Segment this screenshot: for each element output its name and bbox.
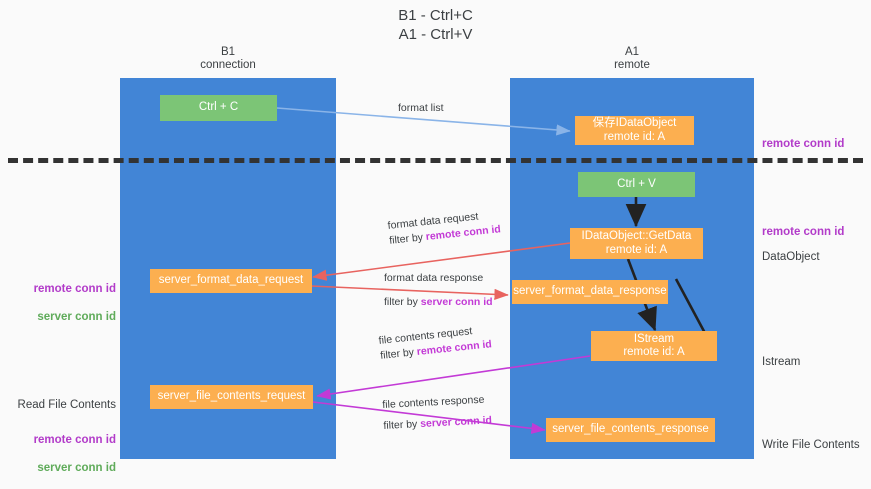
edge-label-file-contents-response-line2: filter by server conn id	[383, 414, 493, 432]
annotation-write-file-contents: Write File Contents	[762, 424, 860, 452]
node-server-format-data-response[interactable]: server_format_data_response	[512, 280, 668, 304]
filter-key-server-conn-id: server conn id	[420, 296, 493, 308]
annotation-istream: Istream	[762, 341, 800, 369]
edge-label-format-list-line1: format list	[398, 102, 444, 114]
edge-label-format-data-response-line1: format data response	[384, 272, 484, 284]
column-header-b1: B1 connection	[200, 46, 256, 71]
node-save-idataobject[interactable]: 保存IDataObject remote id: A	[575, 116, 694, 145]
node-server-file-contents-response[interactable]: server_file_contents_response	[546, 418, 715, 442]
edge-label-format-data-response: format data response filter by server co…	[384, 271, 493, 310]
annotation-read-file-contents: Read File Contents remote conn id server…	[4, 384, 116, 489]
node-server-format-data-request[interactable]: server_format_data_request	[150, 269, 312, 293]
node-getdata[interactable]: IDataObject::GetData remote id: A	[570, 228, 703, 259]
page-title: B1 - Ctrl+C A1 - Ctrl+V	[398, 7, 473, 43]
annotation-remote-conn-id-mid: remote conn id	[762, 211, 844, 239]
annotation-write-file-contents-text: Write File Contents	[762, 439, 860, 451]
diagram-canvas: B1 - Ctrl+C A1 - Ctrl+V B1 connection A1…	[4, 7, 863, 474]
annotation-read-file-contents-heading: Read File Contents	[17, 399, 116, 411]
annotation-istream-text: Istream	[762, 356, 801, 368]
node-istream[interactable]: IStream remote id: A	[591, 331, 717, 361]
annotation-dataobject: DataObject	[762, 236, 820, 264]
edge-label-format-data-response-line2: filter by server conn id	[384, 296, 493, 308]
column-header-a1: A1 remote	[614, 46, 650, 71]
edge-label-file-contents-response-line1: file contents response	[382, 393, 485, 411]
node-server-file-contents-request[interactable]: server_file_contents_request	[150, 385, 313, 409]
annotation-conn-ids: remote conn id server conn id	[4, 268, 116, 338]
edge-label-file-contents-response: file contents response filter by server …	[382, 392, 492, 434]
node-ctrl-c[interactable]: Ctrl + C	[160, 95, 277, 121]
annotation-dataobject-text: DataObject	[762, 251, 820, 263]
phase-divider	[8, 158, 863, 163]
annotation-conn-ids-remote: remote conn id	[33, 283, 116, 295]
filter-key-server-conn-id-2: server conn id	[419, 414, 493, 431]
annotation-remote-conn-id-mid-text: remote conn id	[762, 226, 845, 238]
edge-label-format-data-request: format data request filter by remote con…	[387, 207, 502, 249]
annotation-remote-conn-id-top: remote conn id	[762, 123, 844, 151]
annotation-read-file-remote: remote conn id	[33, 434, 116, 446]
annotation-conn-ids-server: server conn id	[37, 311, 116, 323]
annotation-remote-conn-id-top-text: remote conn id	[762, 138, 845, 150]
node-ctrl-v[interactable]: Ctrl + V	[578, 172, 695, 197]
edge-label-file-contents-request: file contents request filter by remote c…	[378, 322, 493, 364]
edge-label-format-list: format list	[398, 101, 444, 116]
annotation-read-file-server: server conn id	[37, 462, 116, 474]
